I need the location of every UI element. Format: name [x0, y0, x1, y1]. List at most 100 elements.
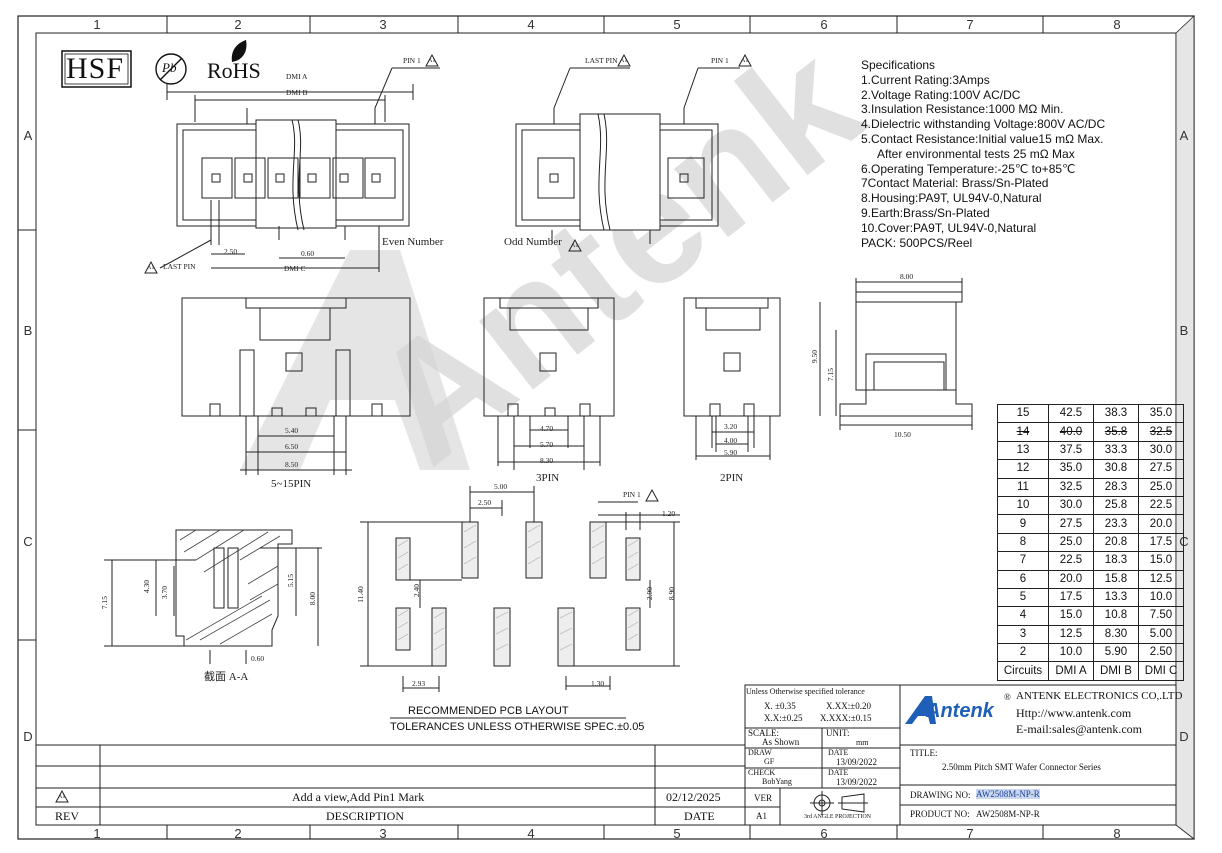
table-cell: 5 — [997, 587, 1049, 608]
table-cell: 33.3 — [1093, 440, 1139, 461]
company-email: E-mail:sales@antenk.com — [1016, 722, 1143, 736]
rohs-logo: RoHS — [207, 58, 261, 83]
table-cell: 25.0 — [1138, 477, 1184, 497]
table-cell: 30.0 — [1138, 440, 1184, 461]
table-header-cell: DMI B — [1093, 661, 1139, 681]
pcb-dim-290: 2.90 — [645, 586, 655, 601]
company-name: ANTENK ELECTRONICS CO,.LTD — [1016, 690, 1183, 702]
ver-value: A1 — [756, 811, 767, 821]
label-2pin: 2PIN — [720, 472, 744, 484]
scale-value: As Shown — [762, 737, 800, 747]
spec-line-8: 8.Housing:PA9T, UL94V-0,Natural — [861, 191, 1042, 206]
table-cell: 4 — [997, 606, 1049, 626]
spec-line-2: 2.Voltage Rating:100V AC/DC — [861, 87, 1021, 102]
dim-3pin-d2: 5.70 — [540, 440, 554, 449]
zone-top-2: 2 — [234, 17, 242, 32]
registered-mark: ® — [1004, 692, 1011, 702]
pcb-layout-title: RECOMMENDED PCB LAYOUT — [408, 705, 569, 717]
table-cell: 10.0 — [1138, 587, 1184, 608]
table-cell: 27.5 — [1138, 459, 1184, 479]
dim-3pin-d3: 8.30 — [540, 456, 554, 465]
specifications-block: Specifications 1.Current Rating:3Amps 2.… — [861, 58, 1105, 250]
table-cell: 2 — [997, 643, 1049, 663]
table-cell: 7.50 — [1138, 606, 1184, 626]
zone-side-d: D — [23, 729, 33, 744]
pcb-dim-250: 2.50 — [478, 498, 492, 507]
dim-side-h2: 7.15 — [826, 367, 836, 382]
table-cell: 38.3 — [1093, 403, 1139, 424]
check-date-label: DATE — [828, 768, 849, 777]
pin1-label-even: PIN 1 — [403, 56, 421, 65]
pcb-dim-293: 2.93 — [412, 679, 426, 688]
table-cell: 42.5 — [1048, 403, 1094, 424]
dim-5-15-d3: 8.50 — [285, 460, 299, 469]
table-cell: 25.8 — [1093, 495, 1139, 516]
section-a-a — [104, 529, 322, 664]
dim-side-top: 8.00 — [900, 272, 914, 281]
zone-bottom-2: 2 — [234, 826, 242, 841]
table-header-cell: DMI C — [1138, 661, 1184, 681]
table-cell: 27.5 — [1048, 514, 1094, 534]
pcb-dim-500: 5.00 — [494, 482, 508, 491]
a1-mark-5: A1 — [571, 243, 579, 249]
tolerance-x2: X.X:±0.25 — [764, 713, 803, 723]
zone-top-4: 4 — [527, 17, 535, 32]
table-cell: 3 — [997, 624, 1049, 645]
watermark — [240, 250, 470, 470]
table-cell: 8.30 — [1093, 624, 1139, 645]
table-cell: 5.90 — [1093, 643, 1139, 663]
table-cell: 15.8 — [1093, 569, 1139, 589]
spec-line-5: 5.Contact Resistance:Initial value15 mΩ … — [861, 131, 1104, 146]
table-cell: 18.3 — [1093, 551, 1139, 571]
zone-top-1: 1 — [93, 17, 101, 32]
spec-line-4: 4.Dielectric withstanding Voltage:800V A… — [861, 117, 1106, 132]
top-view-even — [159, 67, 440, 272]
dim-sec-060: 0.60 — [251, 654, 265, 663]
check-label: CHECK — [748, 768, 776, 777]
a1-mark-1: A1 — [428, 58, 436, 64]
table-cell: 10 — [997, 495, 1049, 516]
projection-label: 3rd ANGLE PROJECTION — [804, 814, 871, 820]
zone-side-b-right: B — [1179, 323, 1189, 338]
zone-top-3: 3 — [379, 17, 387, 32]
company-website: Http://www.antenk.com — [1016, 706, 1132, 720]
dim-2pin-d3: 5.90 — [724, 448, 738, 457]
table-cell: 12.5 — [1048, 624, 1094, 645]
table-cell: 15.0 — [1048, 606, 1094, 626]
table-cell: 10.0 — [1048, 643, 1094, 663]
drawing-no: AW2508M-NP-R — [976, 789, 1040, 799]
table-cell: 5.00 — [1138, 624, 1184, 645]
table-cell: 35.0 — [1048, 459, 1094, 479]
dim-5-15-d1: 5.40 — [285, 426, 299, 435]
spec-line-9: 9.Earth:Brass/Sn-Plated — [861, 205, 990, 220]
pin-width-dim: 0.60 — [301, 249, 315, 258]
tolerance-xxx: X.XXX:±0.15 — [820, 713, 872, 723]
pcb-dim-240: 2.40 — [412, 583, 422, 598]
table-cell: 11 — [997, 477, 1049, 497]
ver-label: VER — [754, 793, 772, 803]
product-no-label: PRODUCT NO: — [910, 809, 970, 819]
draw-date: 13/09/2022 — [836, 757, 878, 767]
table-cell: 9 — [997, 514, 1049, 534]
spec-line-6: 6.Operating Temperature:-25℃ to+85℃ — [861, 161, 1076, 176]
zone-side-a: A — [23, 128, 33, 143]
product-no: AW2508M-NP-R — [976, 809, 1040, 819]
zone-bottom-3: 3 — [379, 826, 387, 841]
table-cell: 35.8 — [1093, 422, 1139, 442]
pin1-label-odd: PIN 1 — [711, 56, 729, 65]
table-cell: 17.5 — [1138, 532, 1184, 553]
tolerance-xx: X.XX:±0.20 — [826, 701, 871, 711]
table-cell: 20.0 — [1138, 514, 1184, 534]
zone-side-a-right: A — [1179, 128, 1189, 143]
zone-bottom-4: 4 — [527, 826, 535, 841]
zone-bottom-5: 5 — [673, 826, 681, 841]
table-cell: 20.8 — [1093, 532, 1139, 553]
draw-date-label: DATE — [828, 748, 849, 757]
antenk-brand-logo: Antenk — [926, 700, 994, 722]
